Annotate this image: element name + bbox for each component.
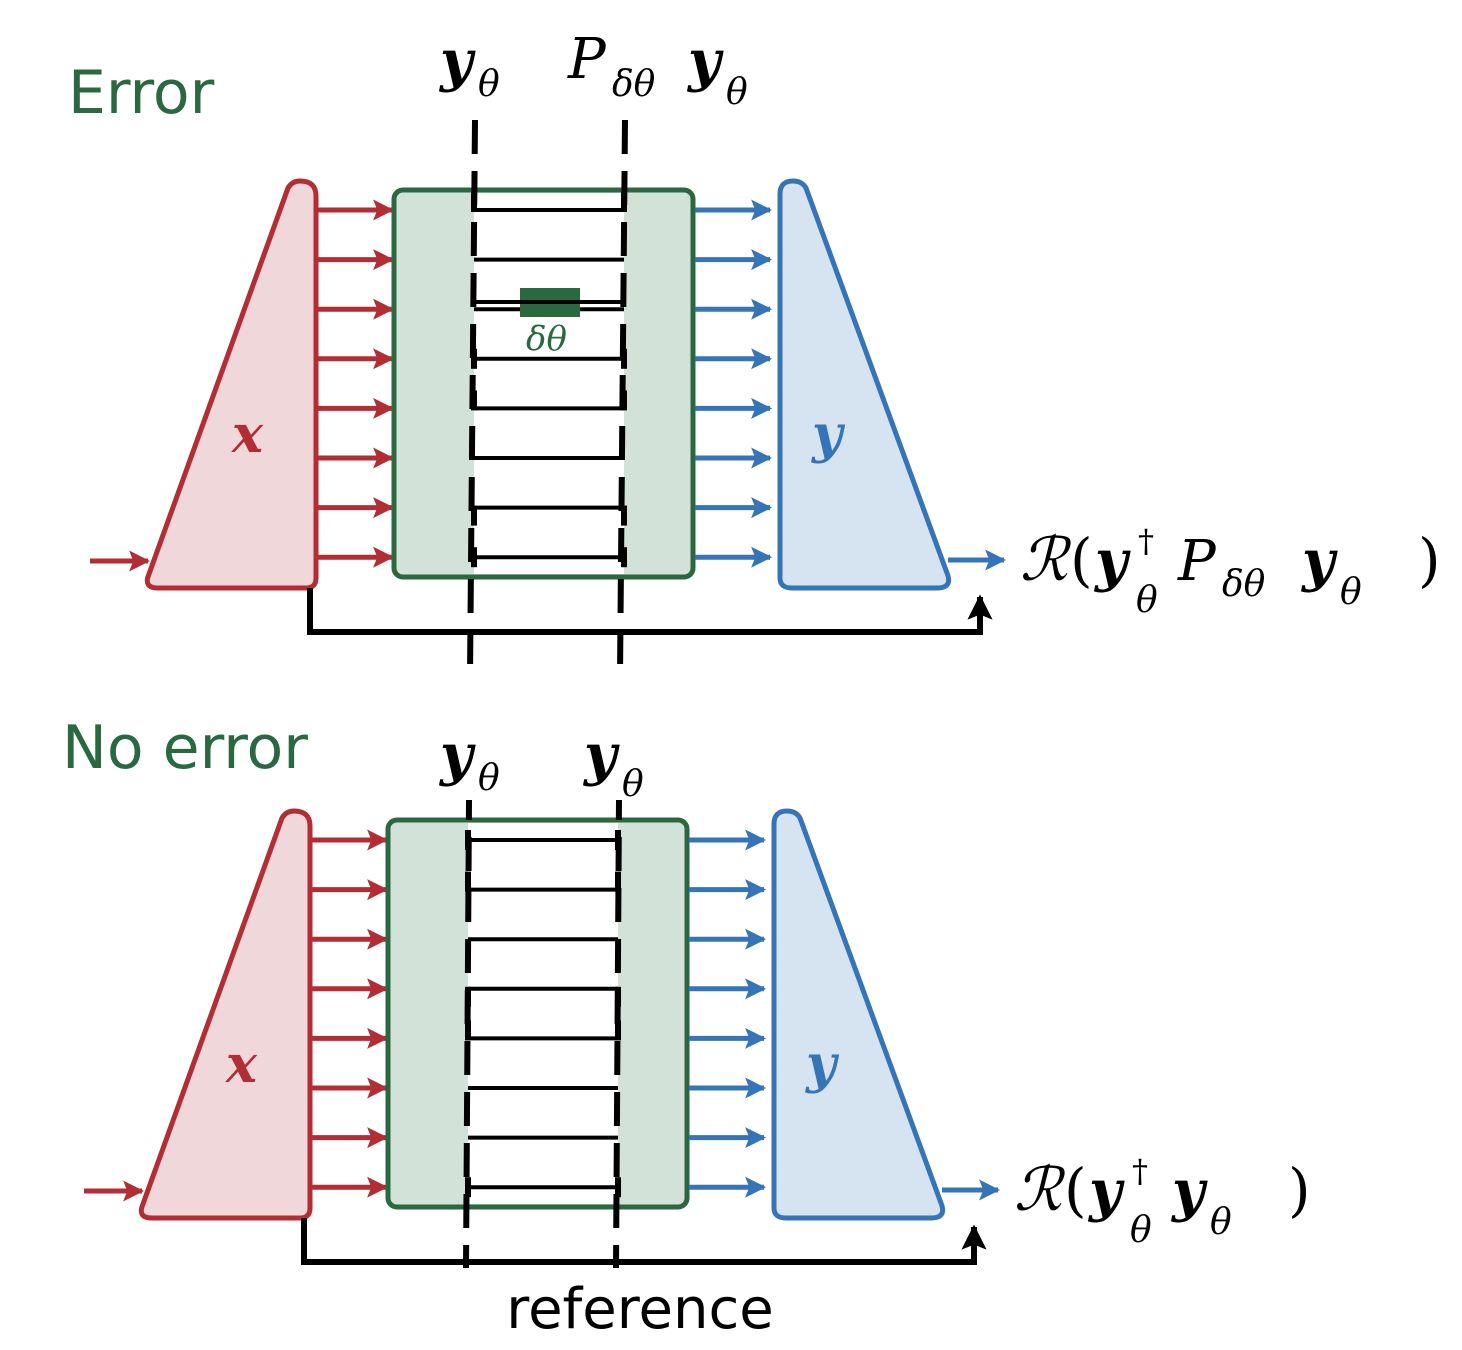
encoder-block-x — [138, 808, 313, 1221]
svg-text:θ: θ — [1130, 1210, 1152, 1251]
svg-text:†: † — [1132, 1152, 1148, 1190]
svg-text:δθ: δθ — [1222, 564, 1266, 605]
svg-text:(: ( — [1064, 1156, 1087, 1224]
svg-text:y: y — [1300, 528, 1338, 594]
panel-error: Error y θ P δθ y θ x δθ y — [68, 27, 1441, 676]
svg-text:†: † — [1138, 522, 1154, 560]
perturbation-label: δθ — [526, 319, 567, 359]
result-formula: ℛ ( y † θ y θ ) — [1014, 1152, 1311, 1251]
circuit-window — [468, 823, 618, 1204]
svg-text:θ: θ — [622, 764, 644, 805]
svg-text:): ) — [1288, 1156, 1311, 1224]
rung-ibeam — [465, 1177, 621, 1198]
svg-text:y: y — [1087, 1158, 1125, 1224]
label-y-theta-left: y θ — [438, 28, 500, 105]
panel-title: Error — [68, 58, 215, 128]
reference-label: reference — [506, 1277, 773, 1342]
svg-text:y: y — [686, 28, 724, 94]
circuit-rungs — [465, 830, 621, 1198]
decoder-input-arrows — [689, 829, 767, 1198]
decoder-label: y — [805, 1034, 840, 1095]
panel-no-error: No error y θ y θ x y reference ℛ ( y † — [62, 713, 1311, 1342]
decoder-input-arrows — [695, 199, 773, 568]
panel-title: No error — [62, 713, 308, 783]
svg-text:y: y — [1170, 1158, 1208, 1224]
svg-text:θ: θ — [1136, 580, 1158, 621]
encoder-output-arrows — [318, 199, 395, 568]
encoder-block-x — [144, 178, 319, 591]
decoder-label: y — [811, 404, 846, 465]
svg-text:y: y — [1093, 528, 1131, 594]
encoder-label: x — [231, 404, 264, 465]
decoder-block-y — [771, 808, 946, 1221]
encoder-label: x — [225, 1034, 258, 1095]
label-p-y-theta-right: P δθ y θ — [567, 27, 748, 113]
decoder-block-y — [777, 178, 952, 591]
label-y-theta-right: y θ — [582, 722, 644, 805]
svg-text:θ: θ — [726, 72, 748, 113]
svg-text:θ: θ — [1210, 1202, 1232, 1243]
svg-text:): ) — [1418, 526, 1441, 594]
svg-text:P: P — [1177, 529, 1217, 594]
svg-text:θ: θ — [478, 64, 500, 105]
reference-path — [307, 588, 993, 635]
label-y-theta-left: y θ — [438, 722, 500, 799]
svg-text:ℛ: ℛ — [1014, 1155, 1066, 1225]
svg-text:θ: θ — [478, 758, 500, 799]
svg-text:y: y — [582, 722, 620, 788]
result-formula: ℛ ( y † θ P δθ y θ ) — [1020, 522, 1441, 621]
svg-text:ℛ: ℛ — [1020, 525, 1072, 595]
svg-text:P: P — [567, 27, 607, 92]
svg-text:(: ( — [1070, 526, 1093, 594]
reference-path — [301, 1218, 987, 1265]
cut-line-right — [617, 119, 628, 676]
svg-text:y: y — [438, 28, 476, 94]
encoder-output-arrows — [312, 829, 389, 1198]
svg-text:θ: θ — [1340, 572, 1362, 613]
svg-text:δθ: δθ — [612, 64, 656, 105]
svg-text:y: y — [438, 722, 476, 788]
cut-line-left — [467, 119, 478, 676]
circuit-window — [474, 193, 624, 574]
